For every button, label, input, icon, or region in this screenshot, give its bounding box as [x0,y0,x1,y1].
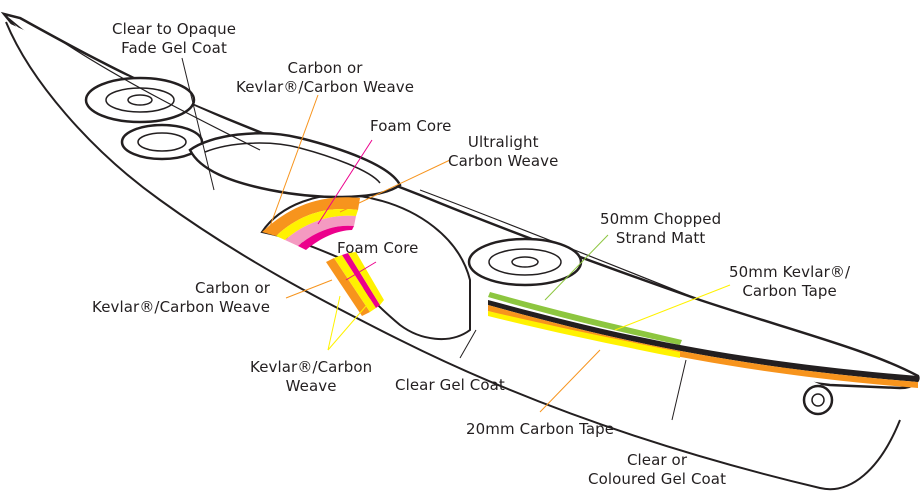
layer-orange-upper [262,197,360,236]
leader-line [327,305,367,351]
label-chopped-strand: 50mm Chopped Strand Matt [600,210,722,247]
leader-line [544,234,609,301]
layer-yellow-upper [276,209,358,240]
cockpit [188,132,402,199]
leader-line [327,295,341,351]
stern-end [802,384,834,416]
layer-yellow-lower [334,255,376,312]
label-kevlar-carbon-tape: 50mm Kevlar®/ Carbon Tape [729,263,851,300]
label-carbon-kevlar-side: Carbon or Kevlar®/Carbon Weave [92,279,271,316]
label-foam-core-mid: Foam Core [337,239,419,257]
rear-hatch [467,237,583,287]
label-carbon-tape-20: 20mm Carbon Tape [466,420,615,438]
label-carbon-kevlar-top: Carbon or Kevlar®/Carbon Weave [236,59,415,96]
label-kevlar-carbon-weave: Kevlar®/Carbon Weave [250,358,373,395]
keel-strip-yellow [488,311,680,358]
label-ultralight-carbon: Ultralight Carbon Weave [448,133,559,170]
keel-strip-orange [488,305,918,388]
deck-line [59,39,261,151]
label-gelcoat-fade: Clear to Opaque Fade Gel Coat [112,20,237,57]
layer-magenta-upper [298,225,354,250]
leader-line [539,349,601,413]
day-hatch [120,123,204,161]
leader-line [614,284,731,331]
keel-strip-black [488,300,918,382]
leader-line [317,139,373,225]
layer-yellow-lower-2 [348,252,384,305]
label-foam-core-top: Foam Core [370,117,452,135]
leader-line [459,329,477,359]
leader-line [181,57,215,191]
leader-line [285,279,333,299]
forward-hatch [84,76,196,124]
keel-strip-green [488,292,682,345]
label-clear-gel-coat: Clear Gel Coat [395,376,505,394]
layer-pink-upper [285,215,356,246]
leader-line [339,159,451,213]
layer-orange-lower [326,258,370,316]
leader-line [345,261,377,281]
label-clear-coloured-gel: Clear or Coloured Gel Coat [588,451,727,488]
deck-line [419,189,701,301]
layer-magenta-lower [342,253,380,308]
leader-line [671,359,687,421]
leader-line [267,94,319,233]
